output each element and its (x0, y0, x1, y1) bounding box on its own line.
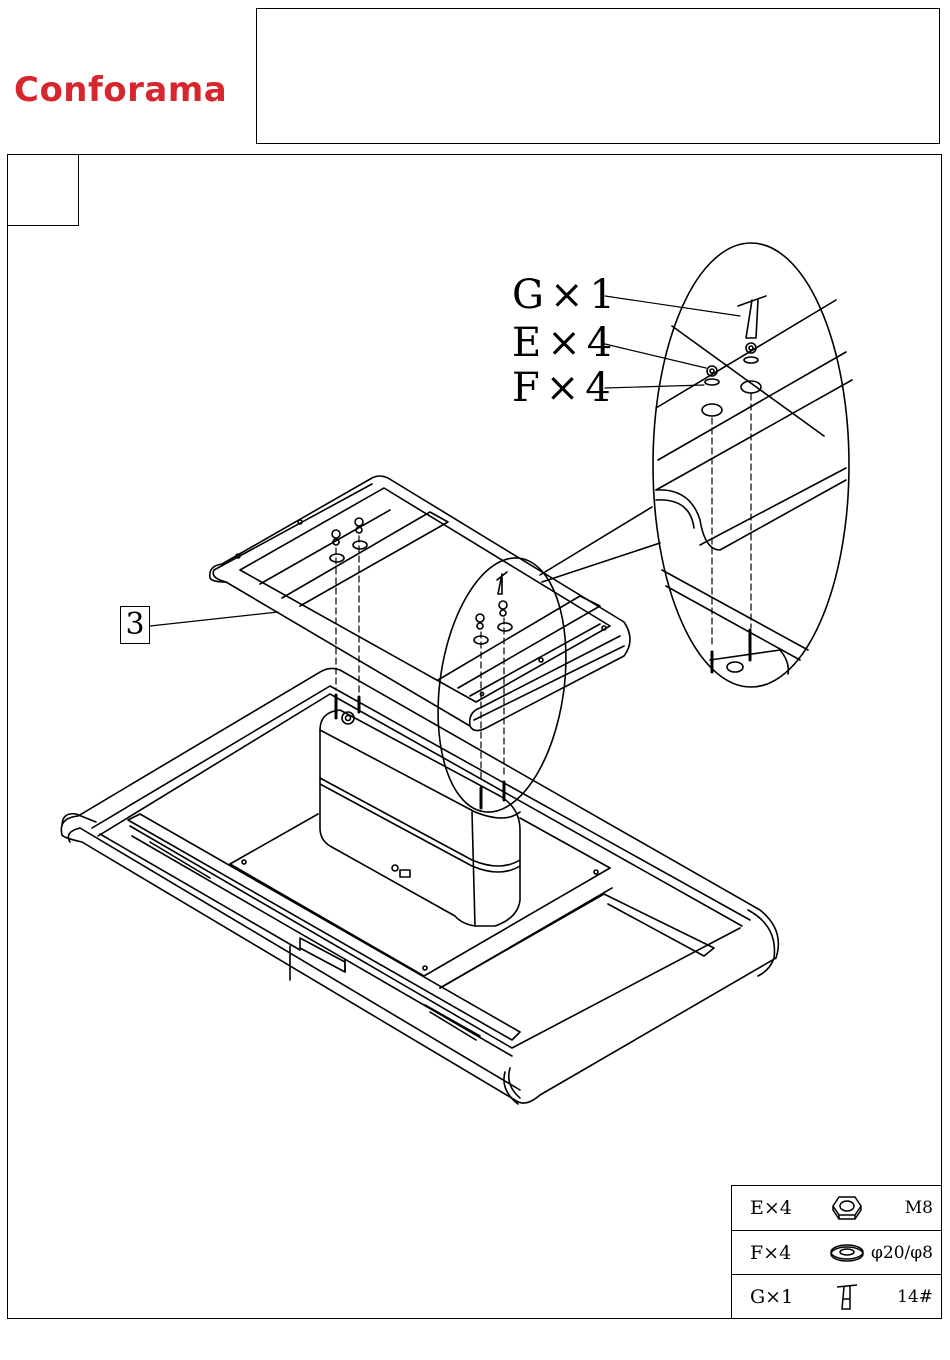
base-frame (61, 668, 778, 1104)
part-size: φ20/φ8 (871, 1243, 933, 1263)
parts-row-e: E×4 M8 (732, 1186, 941, 1230)
washer-icon (827, 1237, 867, 1269)
part-size: 14# (897, 1287, 933, 1307)
callout-f: F×4 (512, 365, 617, 411)
column-housing (320, 710, 520, 926)
part-label: 3 (125, 607, 144, 642)
callout-e: E×4 (512, 320, 618, 366)
callout-g: G×1 (512, 272, 621, 318)
t-wrench-icon (827, 1281, 867, 1313)
part-size: M8 (905, 1198, 933, 1218)
top-frame-part-3 (210, 476, 630, 731)
part-code: F×4 (750, 1242, 791, 1264)
part-label-box: 3 (120, 606, 150, 644)
hex-nut-icon (827, 1192, 867, 1224)
parts-table: E×4 M8 F×4 φ20/φ8 G×1 (731, 1185, 942, 1319)
parts-row-f: F×4 φ20/φ8 (732, 1230, 941, 1274)
part-code: G×1 (750, 1286, 793, 1308)
parts-row-g: G×1 14# (732, 1274, 941, 1318)
part-code: E×4 (750, 1197, 792, 1219)
